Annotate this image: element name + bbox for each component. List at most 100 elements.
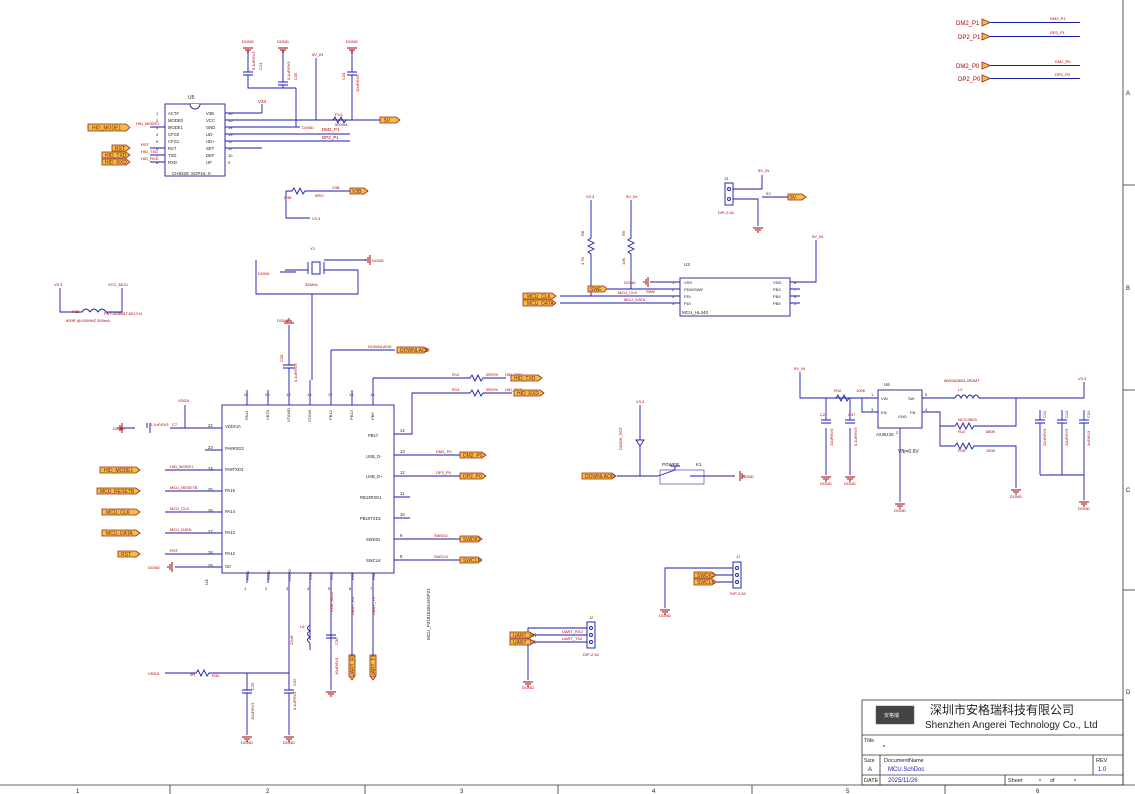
main-mcu[interactable]: U4 MCU_P3181540416SP21 VDDCIA PA8RXD3 PA… <box>96 318 545 697</box>
fuse-val: 500mA <box>335 122 348 127</box>
k1-power-switch[interactable]: DGND V3.3 DIODE_SOT POWER K1 DOWNLAOD <box>581 399 754 485</box>
u3-pin-name: PDM/SWE <box>684 287 703 292</box>
cap-ref: C30 <box>334 637 339 645</box>
mcu-pin-name: VDDIO <box>287 569 292 582</box>
size-label: Size <box>864 758 875 764</box>
u5-pin-num: 13 <box>228 132 233 137</box>
u5-pin-num: 3 <box>156 125 159 130</box>
mcu-pin-num: 13 <box>400 449 405 454</box>
power-vdda: VDDA <box>148 671 159 676</box>
u5-pin-name: RST <box>168 146 177 151</box>
net-label: HID_RXD <box>141 156 159 161</box>
j1-part: DIP-2.54 <box>730 591 747 596</box>
gnd-label: DGND <box>844 481 856 486</box>
ferrite-bead: V3.3 VCC_MCU FB8 600R @100MHZ 300mA PBY1… <box>54 282 142 323</box>
gnd-label: DGND <box>258 271 270 276</box>
gnd-label: DGND <box>113 426 125 431</box>
gnd-label: DGND <box>522 685 534 690</box>
mcu-pin-num: 10 <box>400 512 405 517</box>
j2-uart-header[interactable]: DGND UART_RX UART_TX UART_RX2 UART_TX2 J… <box>509 615 600 690</box>
u6-pin-name: GND <box>898 414 907 419</box>
title-block: 安格瑞 深圳市安格瑞科技有限公司 Shenzhen Angerei Techno… <box>861 699 1124 786</box>
gnd-label: DGND <box>372 258 384 263</box>
j1-swd-header[interactable]: DGND SWDIO SWCLK J1 DIP-2.54 <box>659 554 747 618</box>
docname-label: DocumentName <box>884 758 924 764</box>
res-ref: R18 <box>958 448 966 453</box>
u6-regulator[interactable]: U6 AX3513S VIN GND EN FB SW 1 2 3 4 5 Vf… <box>794 366 1091 513</box>
port-label: DM2_P0 <box>956 64 980 70</box>
fb-ref: FB8 <box>72 309 80 314</box>
res-ref: R8 <box>580 230 585 236</box>
res-val: 0R/C <box>315 193 324 198</box>
cap-label: 10uF/6V3 <box>355 74 360 92</box>
res-ref: R38 <box>284 195 292 200</box>
u3-pin-num: 4 <box>672 301 675 306</box>
u6-vfb: Vfb=0.6V <box>898 449 919 455</box>
inductor-val: 22uH <box>289 635 294 645</box>
u3-mcu-hl440[interactable]: U3 MCU_HL440 VSS PDM/SWE PDI PDI VDD PB3… <box>522 194 823 317</box>
cap-val: 1uF/6V3 <box>1086 430 1091 446</box>
res-ref: R9 <box>621 230 626 236</box>
company-name-cn: 深圳市安格瑞科技有限公司 <box>930 702 1074 717</box>
port-hid-rxd: HID_RXD <box>105 160 127 166</box>
mcu-pin-num: 6 <box>349 586 352 591</box>
u6-part: AX3513S <box>876 432 894 437</box>
u5-ref: U5 <box>188 95 195 101</box>
net-label: UART_TX <box>371 597 376 615</box>
crystal-ref: Y2 <box>310 246 316 251</box>
j3-part: DIP-2.54 <box>718 210 735 215</box>
u3-pin-name: PB4 <box>773 294 781 299</box>
size-value: A <box>868 767 872 773</box>
port-hid-txd: HID_TXD <box>105 153 127 159</box>
u5-ch9329[interactable]: U5 CH9329_SOP16_0 ACT# MODE0 MODE1 CFG0 … <box>87 39 401 177</box>
gnd-label: DGND <box>302 125 314 130</box>
mcu-pin-num: 1 <box>244 586 247 591</box>
power-5v-in: 5V_IN <box>758 168 769 173</box>
grid-col-6: 6 <box>1036 789 1040 794</box>
ncap-label: NC/C0603 <box>958 417 977 422</box>
net-label: RST <box>170 548 179 553</box>
u5-pin-name: UD- <box>206 132 214 137</box>
k1-ref: K1 <box>696 462 702 467</box>
mcu-pin-num: 23 <box>208 445 213 450</box>
net-label: DP2_P1 <box>322 135 339 140</box>
grid-row-d: D <box>1126 690 1131 696</box>
port-dp2-p0: DP2_P0 <box>463 474 482 480</box>
net-label: UART_RX <box>350 596 355 615</box>
mcu-pin-num: 9 <box>400 533 403 538</box>
cap-label: 0.1uF/6V3 <box>286 61 291 80</box>
power-v33: V3.3 <box>636 399 645 404</box>
gnd-label: DGND <box>277 39 289 44</box>
v3b-resistor: V3B V3B R38 0R/C V3.3 <box>284 185 369 221</box>
mcu-ref: U4 <box>204 579 209 585</box>
mcu-pin-num: 29 <box>208 563 213 568</box>
res-val: 0R/0% <box>486 387 498 392</box>
port-uart-tx: UART_TX <box>371 654 377 677</box>
mcu-pin-name: VCC <box>329 571 334 580</box>
grid-row-b: B <box>1126 286 1130 292</box>
mcu-pin-name: PB17 <box>368 433 379 438</box>
u5-part: CH9329_SOP16_0 <box>172 171 211 176</box>
cap-ref: C7 <box>172 422 178 427</box>
mcu-pin-name: SWDIO <box>366 537 381 542</box>
mcu-pin-num: 3 <box>286 586 289 591</box>
j3-header[interactable]: 5V 5V 5V_IN J3 DIP-2.54 <box>718 168 807 233</box>
gnd-label: DGND <box>894 508 906 513</box>
port-v3b: V3B <box>352 189 362 195</box>
mcu-pin-num: 8 <box>400 554 403 559</box>
crystal-y2: DGND DGND Y2 32MHz <box>255 246 384 380</box>
mcu-pin-name: PA11 <box>245 570 250 580</box>
port-mcu-data: MCU_DATA <box>527 301 554 307</box>
u6-pin-num: 4 <box>925 407 928 412</box>
u5-pin-num: 4 <box>156 132 159 137</box>
u3-pin-num: 6 <box>794 294 797 299</box>
cap-val: 22uF/6V3 <box>1042 428 1047 446</box>
mcu-pin-num: 26 <box>208 508 213 513</box>
res-ref: R10 <box>834 388 842 393</box>
port-uart-tx: UART_TX <box>513 640 536 646</box>
port-label: DP2_P1 <box>958 35 981 41</box>
u5-pin-name: GND <box>206 125 215 130</box>
port-rst: RST <box>121 552 131 558</box>
mcu-pin-name: PA13 <box>225 530 236 535</box>
